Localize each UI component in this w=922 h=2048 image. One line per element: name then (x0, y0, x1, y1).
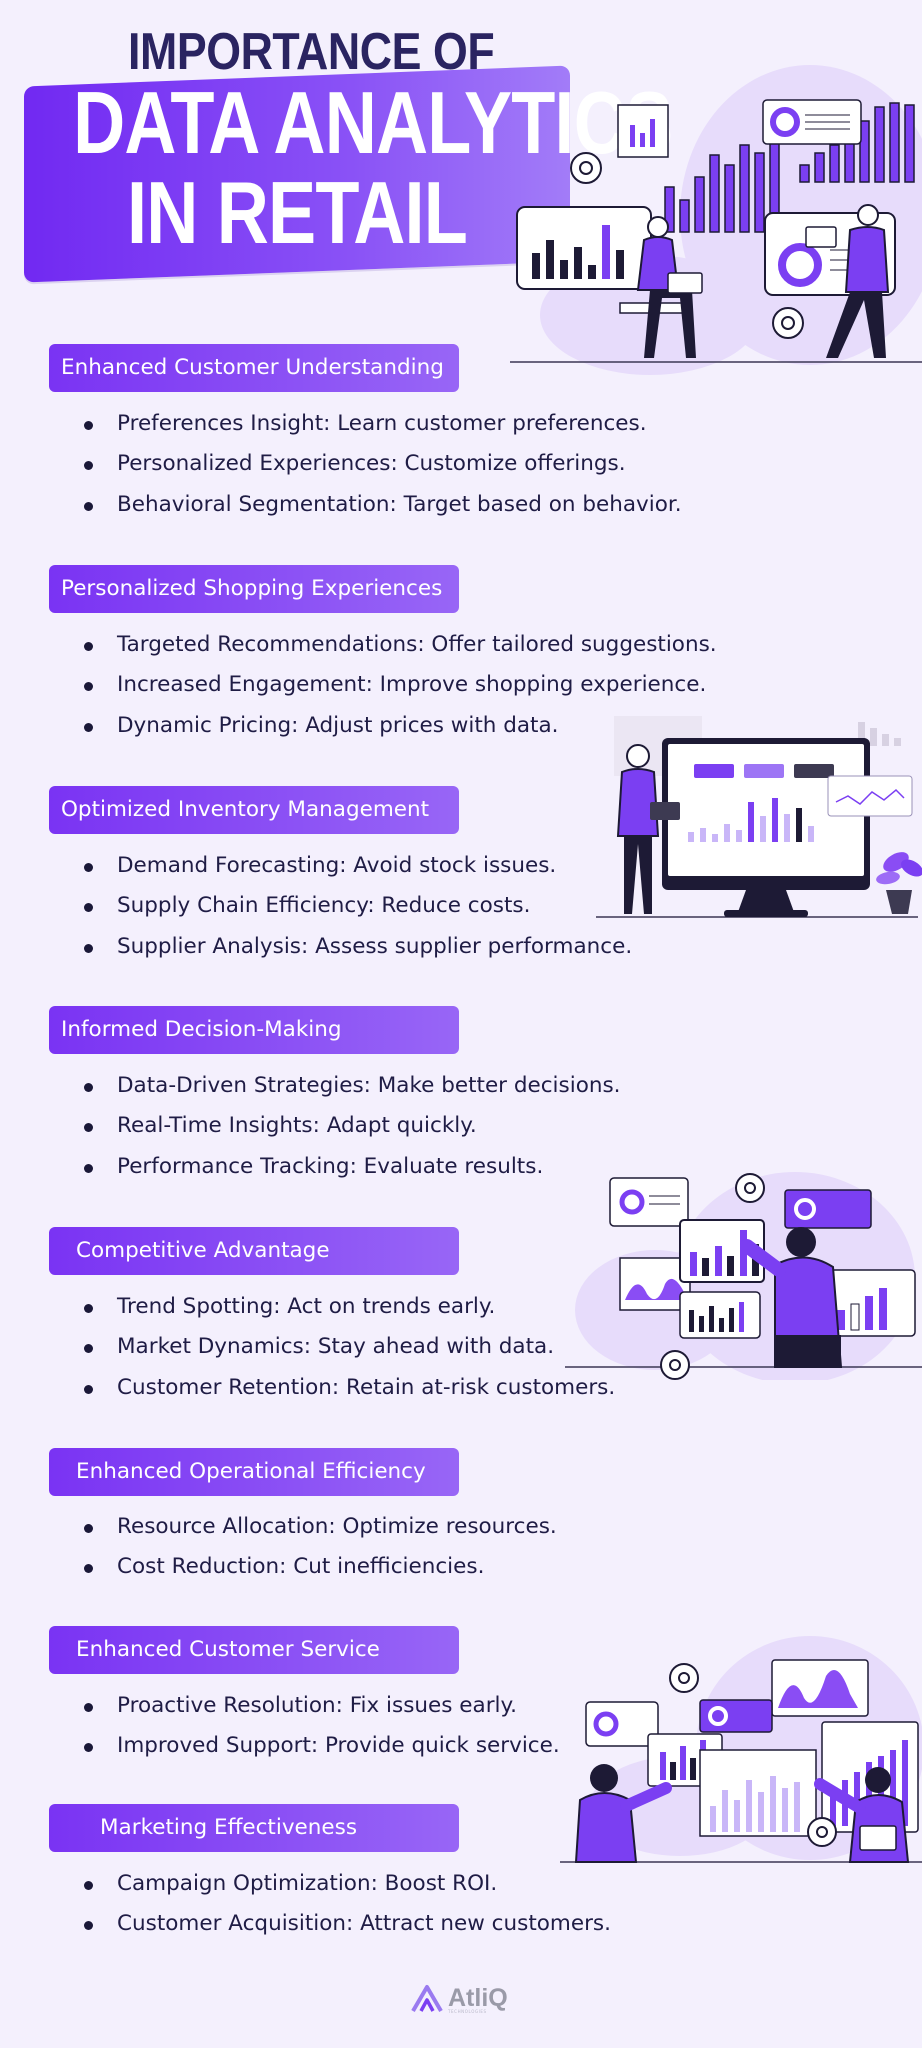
list-item: Preferences Insight: Learn customer pref… (82, 404, 682, 444)
list-item: Demand Forecasting: Avoid stock issues. (82, 846, 632, 886)
team-analytics-illustration (560, 1636, 922, 1863)
atliq-logo-icon (411, 1985, 443, 2013)
section-heading-shopping-experiences: Personalized Shopping Experiences (49, 565, 459, 613)
section-heading-decision-making: Informed Decision-Making (49, 1006, 459, 1054)
bullet-list-decision-making: Data-Driven Strategies: Make better deci… (82, 1066, 621, 1187)
list-item: Increased Engagement: Improve shopping e… (82, 665, 717, 705)
bullet-list-operational-efficiency: Resource Allocation: Optimize resources.… (82, 1507, 557, 1588)
section-heading-competitive-advantage: Competitive Advantage (49, 1227, 459, 1275)
title-line-1: DATA ANALYTICS (73, 73, 673, 172)
list-item: Behavioral Segmentation: Target based on… (82, 485, 682, 525)
list-item: Supplier Analysis: Assess supplier perfo… (82, 927, 632, 967)
bullet-list-customer-service: Proactive Resolution: Fix issues early. … (82, 1686, 560, 1767)
bullet-list-inventory-management: Demand Forecasting: Avoid stock issues. … (82, 846, 632, 967)
section-heading-customer-service: Enhanced Customer Service (49, 1626, 459, 1674)
logo-tagline: TECHNOLOGIES (448, 2009, 487, 2014)
logo-name: AtliQ (448, 1983, 508, 2012)
title-line-2: IN RETAIL (126, 163, 468, 262)
bullet-list-competitive-advantage: Trend Spotting: Act on trends early. Mar… (82, 1287, 615, 1408)
list-item: Improved Support: Provide quick service. (82, 1726, 560, 1766)
analyst-charts-illustration (565, 1172, 922, 1380)
list-item: Cost Reduction: Cut inefficiencies. (82, 1547, 557, 1587)
list-item: Targeted Recommendations: Offer tailored… (82, 625, 717, 665)
list-item: Personalized Experiences: Customize offe… (82, 444, 682, 484)
dashboard-monitor-illustration (596, 716, 922, 918)
bullet-list-customer-understanding: Preferences Insight: Learn customer pref… (82, 404, 682, 525)
section-heading-marketing-effectiveness: Marketing Effectiveness (49, 1804, 459, 1852)
atliq-logo: AtliQ TECHNOLOGIES (410, 1983, 508, 2014)
list-item: Real-Time Insights: Adapt quickly. (82, 1106, 621, 1146)
list-item: Resource Allocation: Optimize resources. (82, 1507, 557, 1547)
list-item: Customer Retention: Retain at-risk custo… (82, 1368, 615, 1408)
hero-analytics-illustration (510, 65, 922, 375)
section-heading-inventory-management: Optimized Inventory Management (49, 786, 459, 834)
list-item: Dynamic Pricing: Adjust prices with data… (82, 706, 717, 746)
list-item: Proactive Resolution: Fix issues early. (82, 1686, 560, 1726)
page-title: DATA ANALYTICS IN RETAIL (73, 73, 673, 262)
list-item: Performance Tracking: Evaluate results. (82, 1147, 621, 1187)
list-item: Customer Acquisition: Attract new custom… (82, 1904, 611, 1944)
bullet-list-shopping-experiences: Targeted Recommendations: Offer tailored… (82, 625, 717, 746)
list-item: Campaign Optimization: Boost ROI. (82, 1864, 611, 1904)
section-heading-customer-understanding: Enhanced Customer Understanding (49, 344, 459, 392)
list-item: Supply Chain Efficiency: Reduce costs. (82, 886, 632, 926)
bullet-list-marketing-effectiveness: Campaign Optimization: Boost ROI. Custom… (82, 1864, 611, 1945)
list-item: Market Dynamics: Stay ahead with data. (82, 1327, 615, 1367)
section-heading-operational-efficiency: Enhanced Operational Efficiency (49, 1448, 459, 1496)
list-item: Trend Spotting: Act on trends early. (82, 1287, 615, 1327)
list-item: Data-Driven Strategies: Make better deci… (82, 1066, 621, 1106)
